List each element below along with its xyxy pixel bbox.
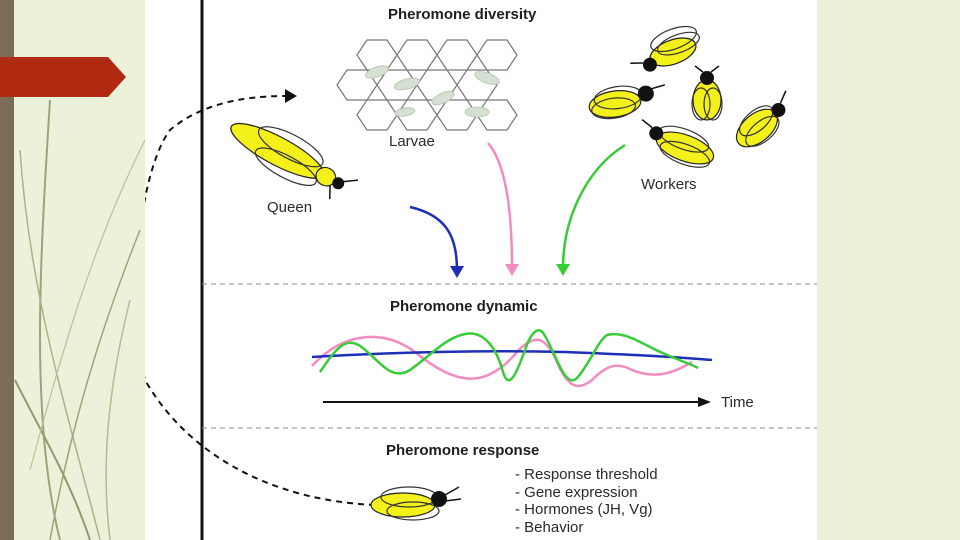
workers-signal-arrowhead — [556, 264, 570, 276]
responding-bee-icon — [370, 486, 462, 521]
pheromone-response-title: Pheromone response — [386, 442, 540, 459]
pheromone-diversity-title: Pheromone diversity — [388, 6, 537, 23]
time-label: Time — [721, 394, 754, 411]
worker-bee-icon-3 — [691, 65, 723, 121]
response-item: - Gene expression — [515, 483, 638, 501]
feedback-loop-arrowhead — [285, 89, 297, 103]
title-accent-tab — [0, 57, 126, 97]
response-item: - Response threshold — [515, 466, 658, 483]
queen-pheromone-curve — [311, 349, 713, 362]
larvae-signal-arrow — [487, 142, 514, 269]
left-decor-strip — [0, 0, 14, 540]
pheromone-dynamic-title: Pheromone dynamic — [390, 298, 538, 315]
worker-bee-icon-4 — [735, 90, 787, 148]
response-item: - Hormones (JH, Vg) — [515, 501, 653, 518]
queen-signal-arrow — [409, 205, 459, 271]
worker-bee-icon-2 — [588, 84, 666, 120]
figure-graphics — [145, 0, 817, 540]
worker-bee-icon-1 — [630, 25, 700, 72]
queen-label: Queen — [267, 199, 313, 216]
honeycomb-icon — [336, 39, 518, 131]
figure-panel: Pheromone diversity Larvae Queen Workers… — [145, 0, 817, 540]
workers-signal-arrow — [561, 143, 626, 269]
larvae-pheromone-curve — [311, 335, 693, 388]
larvae-icon — [365, 65, 500, 118]
time-axis-arrowhead — [698, 397, 711, 407]
larvae-label: Larvae — [389, 133, 435, 150]
workers-label: Workers — [641, 176, 697, 193]
response-item: - Behavior — [515, 518, 584, 536]
queen-bee-icon — [230, 122, 359, 200]
queen-signal-arrowhead — [450, 266, 464, 278]
larvae-signal-arrowhead — [505, 264, 519, 276]
response-list: - Response threshold - Gene expression -… — [515, 466, 658, 536]
feedback-loop-arrow — [145, 95, 376, 506]
workers-pheromone-curve — [318, 329, 699, 382]
worker-bee-icon-5 — [641, 119, 715, 168]
